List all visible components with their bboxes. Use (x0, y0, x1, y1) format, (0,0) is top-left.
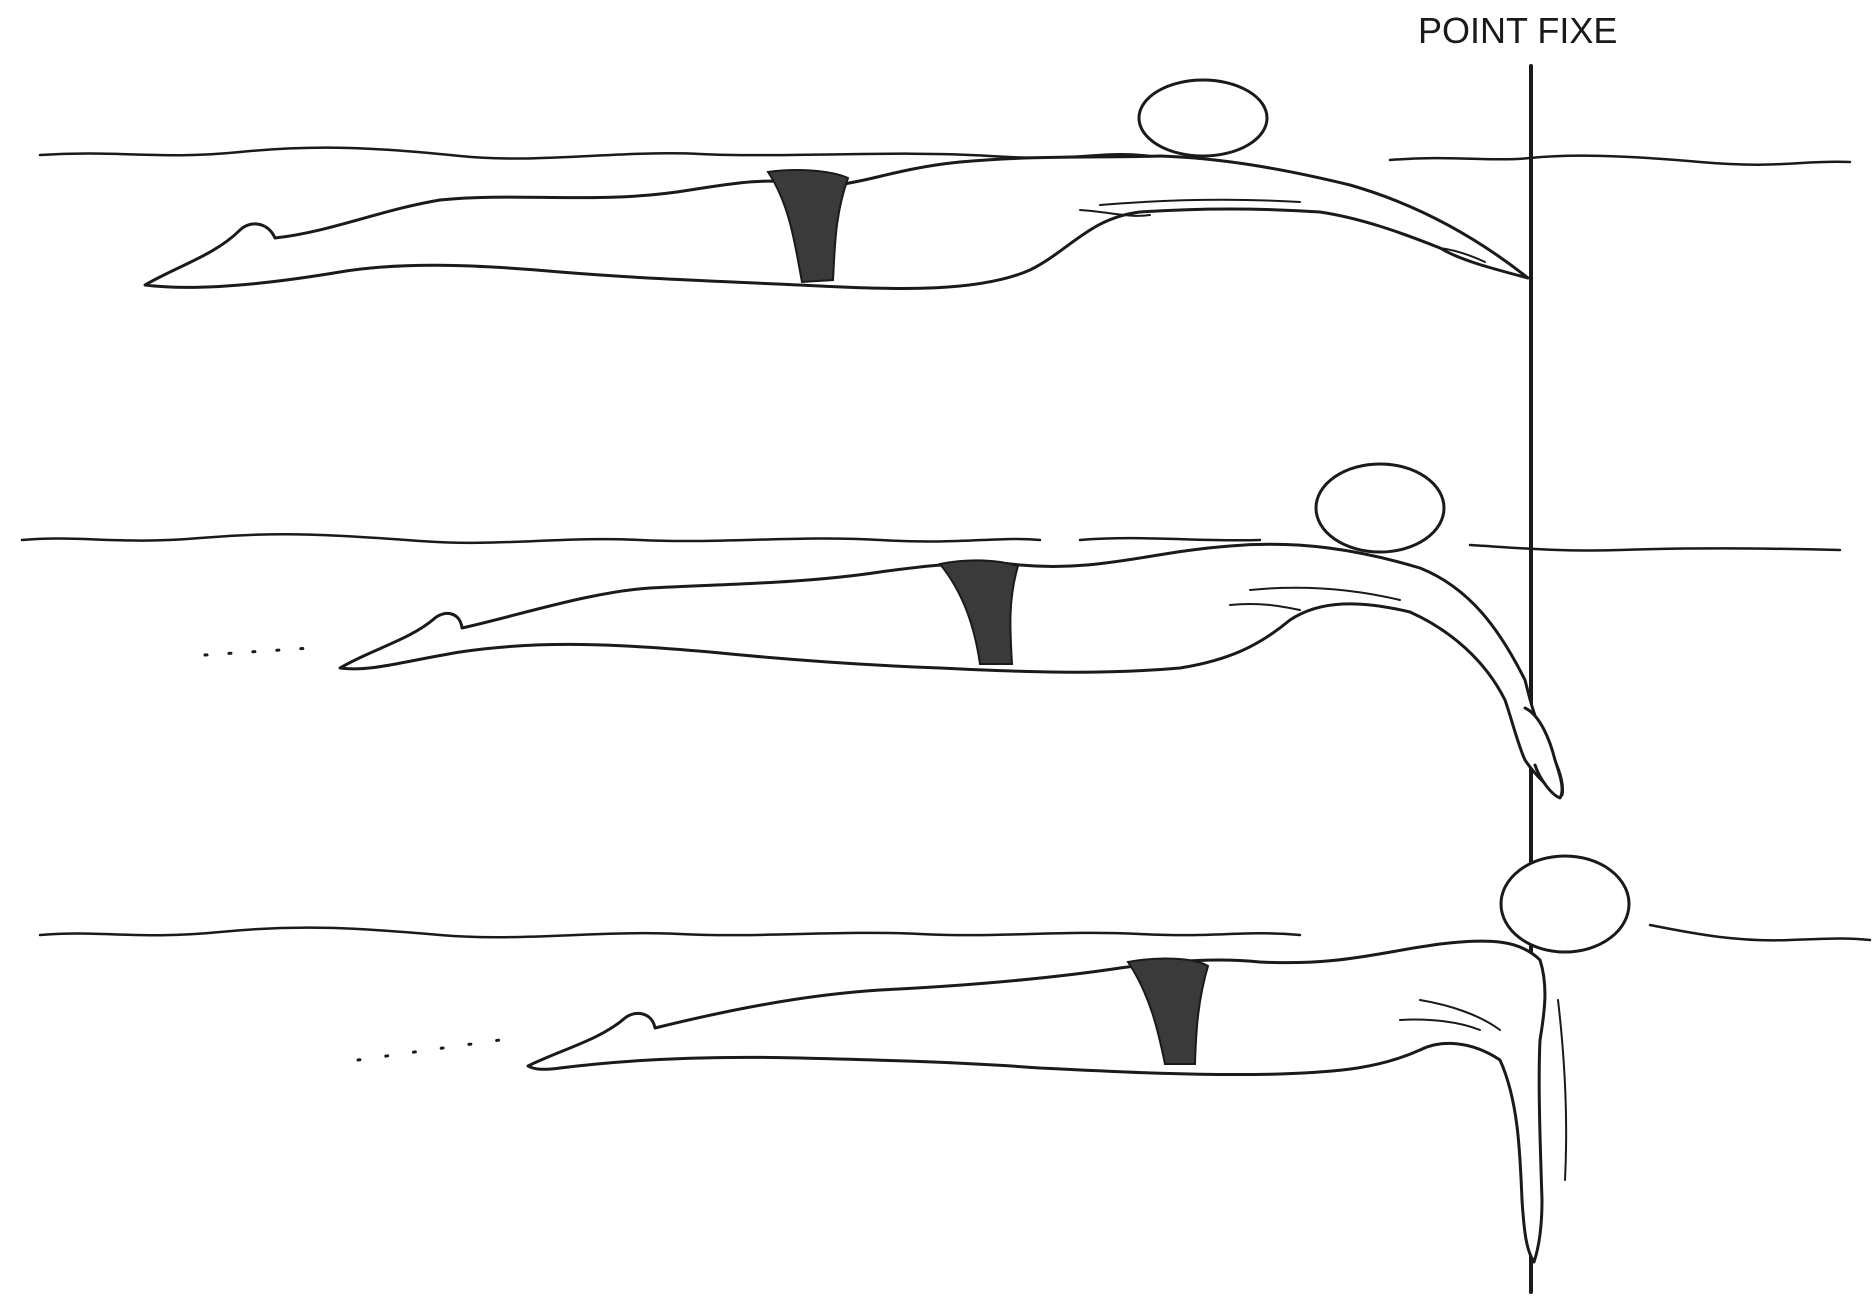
swim-cap (1501, 856, 1629, 952)
swimmer-body (528, 941, 1545, 1262)
swimmer-1 (40, 80, 1850, 289)
swim-cap (1139, 80, 1267, 156)
swimmer-3 (40, 856, 1870, 1262)
water-surface-line (22, 534, 1840, 550)
swim-cap (1316, 464, 1444, 552)
swimmer-2 (22, 464, 1840, 798)
motion-dots (358, 1040, 500, 1060)
motion-dots (205, 648, 310, 655)
fixed-point-label: POINT FIXE (1418, 10, 1617, 52)
swimmer-body (340, 544, 1563, 795)
water-surface-line (40, 148, 1850, 165)
